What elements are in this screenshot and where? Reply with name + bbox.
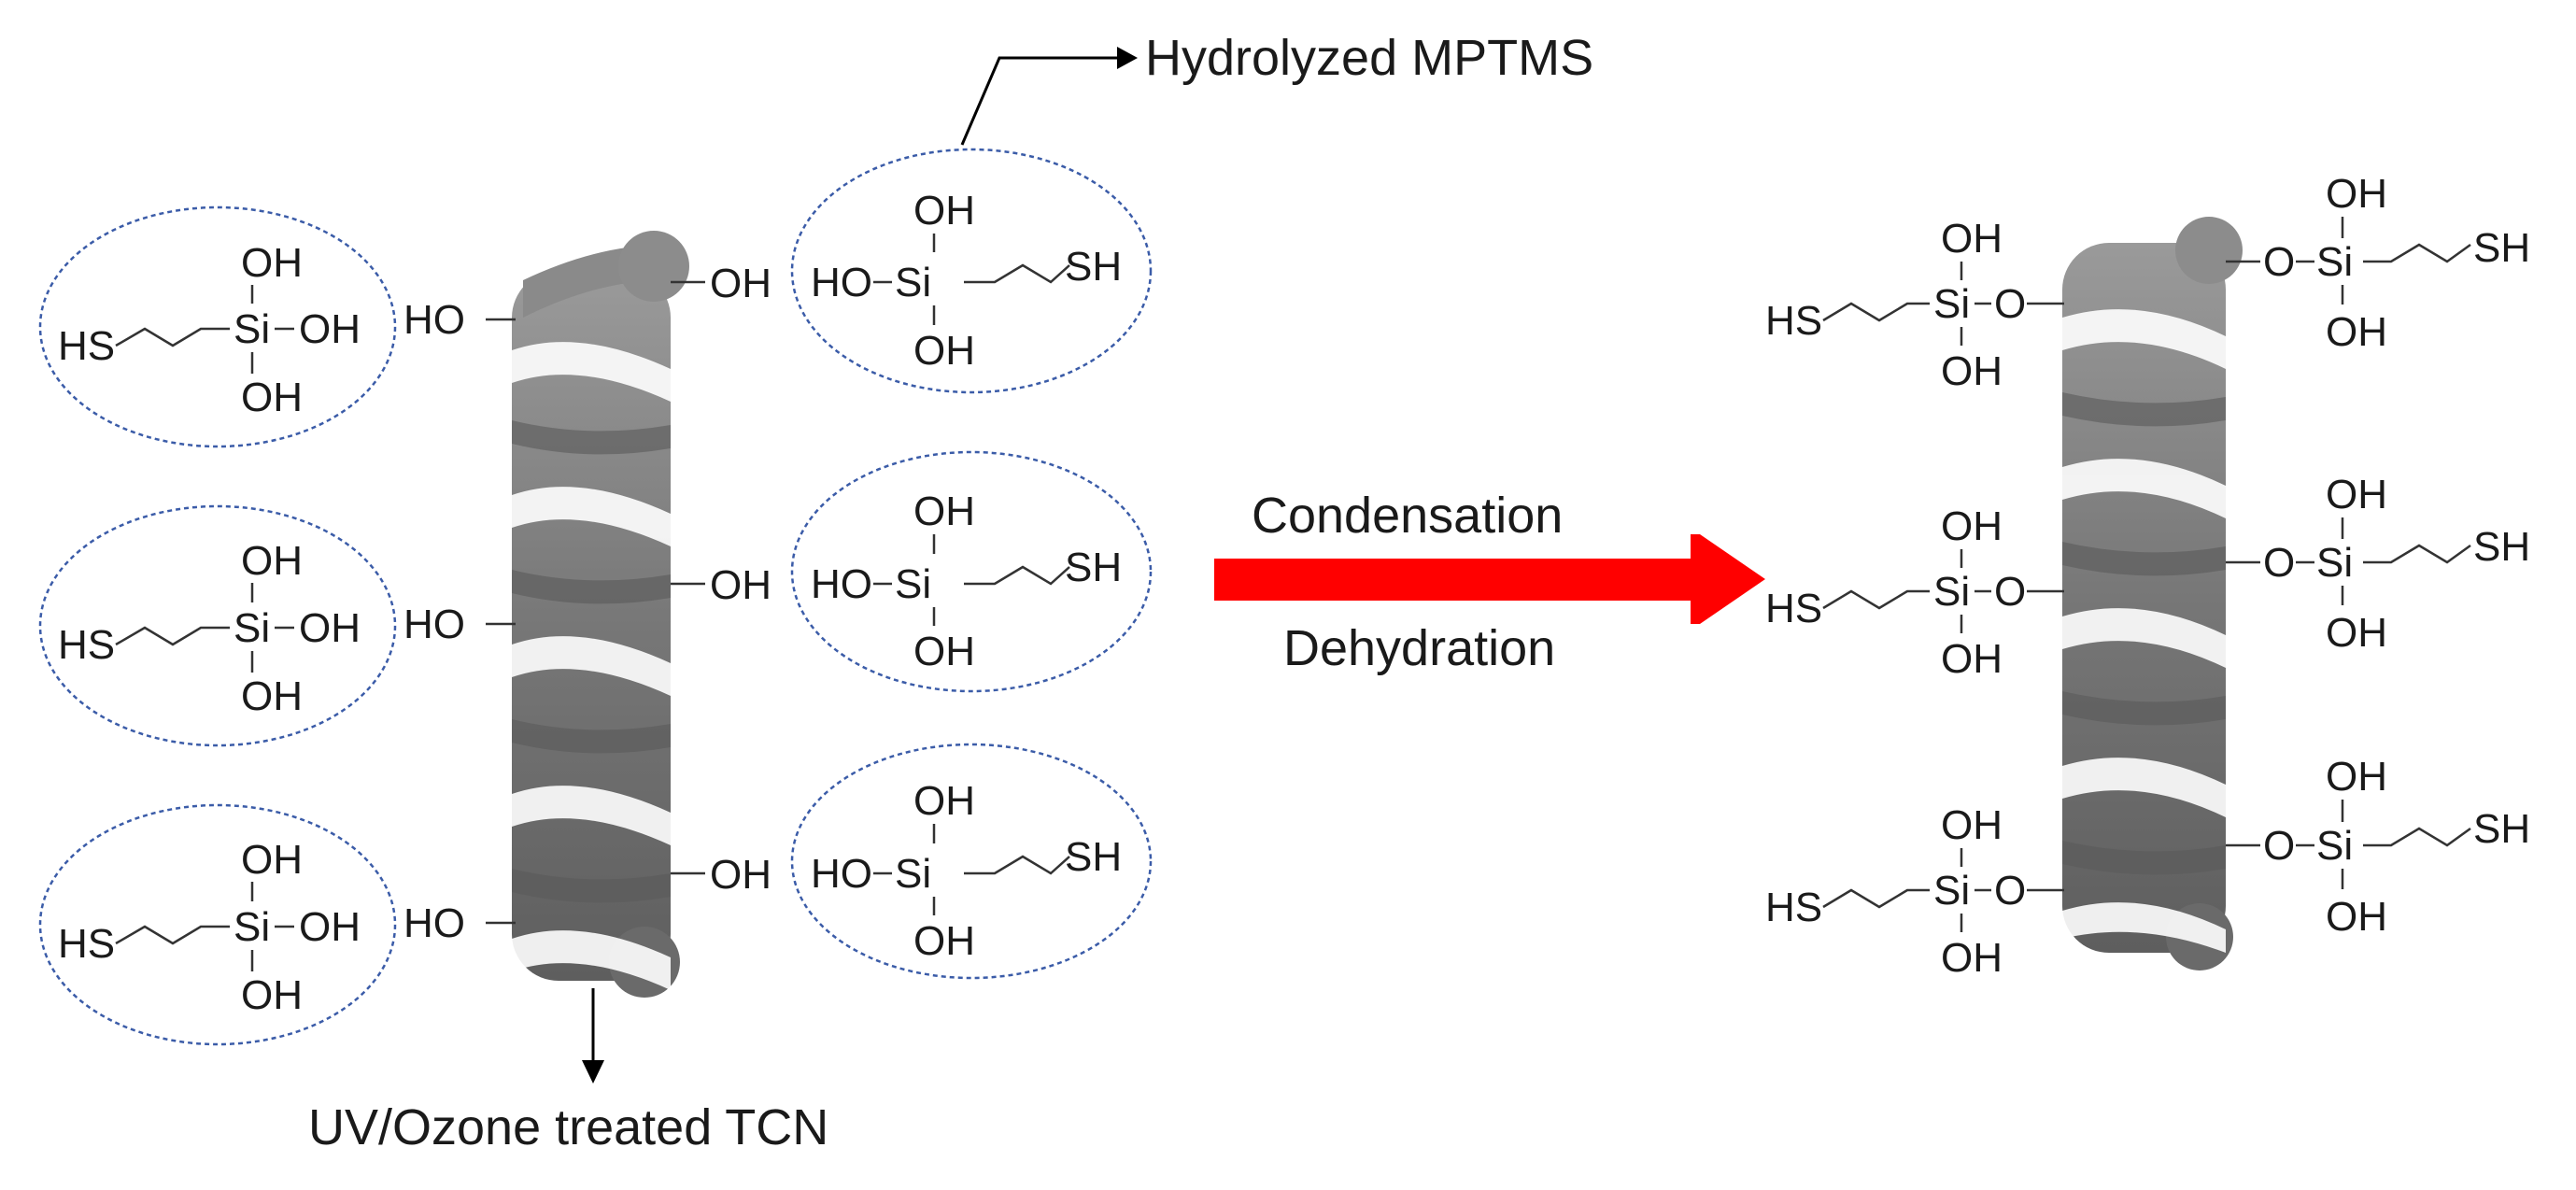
left-coil-fiber-icon (512, 231, 689, 998)
uv-ozone-label: UV/Ozone treated TCN (308, 1099, 828, 1155)
mptms-left-2: OH Si OH OH HS (38, 504, 397, 747)
svg-text:OH: OH (913, 328, 975, 374)
svg-text:OH: OH (1941, 636, 2003, 682)
svg-text:Si: Si (234, 605, 270, 651)
svg-text:OH: OH (2326, 472, 2387, 517)
svg-text:Si: Si (2316, 823, 2353, 869)
svg-text:Si: Si (2316, 239, 2353, 285)
svg-text:OH: OH (241, 538, 303, 584)
svg-text:O: O (2263, 239, 2295, 285)
svg-text:HS: HS (58, 323, 115, 369)
svg-text:Si: Si (234, 306, 270, 352)
hydrolyzed-pointer-icon (960, 47, 1138, 146)
svg-text:SH: SH (2473, 806, 2530, 852)
mptms-left-3: OH Si OH OH HS (38, 803, 397, 1046)
svg-text:OH: OH (241, 837, 303, 883)
condensation-label: Condensation (1252, 488, 1563, 544)
svg-text:Si: Si (895, 260, 931, 305)
svg-text:HS: HS (58, 622, 115, 668)
svg-text:OH: OH (2326, 171, 2387, 217)
coil-ho-3: HO (403, 900, 465, 946)
svg-text:SH: SH (1065, 244, 1122, 290)
svg-text:OH: OH (1941, 216, 2003, 262)
svg-text:OH: OH (241, 673, 303, 719)
coil-ho-2: HO (403, 602, 465, 647)
svg-text:Si: Si (1933, 569, 1970, 615)
svg-text:Si: Si (895, 561, 931, 607)
svg-text:OH: OH (299, 605, 361, 651)
mptms-left-1: OH Si OH OH HS (38, 205, 397, 448)
svg-text:Si: Si (1933, 281, 1970, 327)
svg-text:O: O (2263, 540, 2295, 586)
svg-text:OH: OH (1941, 802, 2003, 848)
hydrolyzed-mptms-label: Hydrolyzed MPTMS (1145, 30, 1593, 86)
svg-text:HS: HS (1765, 885, 1822, 930)
right-coil-fiber-icon (2062, 217, 2243, 970)
svg-text:O: O (1994, 281, 2026, 327)
svg-text:HO: HO (811, 260, 872, 305)
svg-text:HS: HS (1765, 586, 1822, 631)
svg-text:OH: OH (241, 375, 303, 420)
svg-text:HS: HS (1765, 298, 1822, 344)
svg-text:OH: OH (1941, 503, 2003, 549)
coil-oh-2: OH (710, 562, 771, 608)
svg-text:OH: OH (913, 188, 975, 234)
svg-text:SH: SH (2473, 225, 2530, 271)
reaction-arrow-icon (1214, 534, 1765, 624)
svg-text:Si: Si (234, 904, 270, 950)
svg-text:O: O (1994, 569, 2026, 615)
svg-text:HS: HS (58, 921, 115, 967)
svg-text:OH: OH (2326, 309, 2387, 355)
svg-text:OH: OH (299, 306, 361, 352)
svg-text:OH: OH (299, 904, 361, 950)
svg-text:SH: SH (1065, 834, 1122, 880)
svg-text:OH: OH (913, 629, 975, 674)
coil-ho-1: HO (403, 297, 465, 343)
mptms-right-3: OH HO Si OH SH (790, 743, 1153, 980)
svg-text:O: O (1994, 868, 2026, 914)
svg-text:HO: HO (811, 561, 872, 607)
svg-text:OH: OH (2326, 754, 2387, 800)
svg-text:OH: OH (913, 918, 975, 964)
svg-text:OH: OH (913, 778, 975, 824)
svg-text:OH: OH (241, 240, 303, 286)
svg-text:OH: OH (913, 489, 975, 534)
svg-text:HO: HO (811, 851, 872, 897)
svg-text:OH: OH (2326, 894, 2387, 940)
uv-pointer-icon (582, 988, 604, 1084)
svg-text:OH: OH (241, 972, 303, 1018)
mptms-right-2: OH HO Si OH SH (790, 450, 1153, 693)
product-left-chains: OH Si O OH HS OH Si O OH HS OH Si O OH H… (1765, 216, 2064, 981)
coil-oh-1: OH (710, 261, 771, 306)
svg-text:SH: SH (1065, 545, 1122, 590)
svg-text:SH: SH (2473, 524, 2530, 570)
svg-text:OH: OH (1941, 348, 2003, 394)
svg-text:Si: Si (895, 851, 931, 897)
svg-text:O: O (2263, 823, 2295, 869)
mptms-right-1: OH HO Si OH SH (790, 148, 1153, 394)
product-right-chains: O Si OH OH SH O Si OH OH SH O Si OH OH S… (2226, 171, 2530, 940)
dehydration-label: Dehydration (1283, 620, 1555, 676)
svg-text:Si: Si (1933, 868, 1970, 914)
coil-oh-3: OH (710, 852, 771, 898)
svg-text:OH: OH (1941, 935, 2003, 981)
left-coil-groups: HO HO HO OH OH OH (403, 261, 771, 946)
svg-text:OH: OH (2326, 610, 2387, 656)
svg-text:Si: Si (2316, 540, 2353, 586)
